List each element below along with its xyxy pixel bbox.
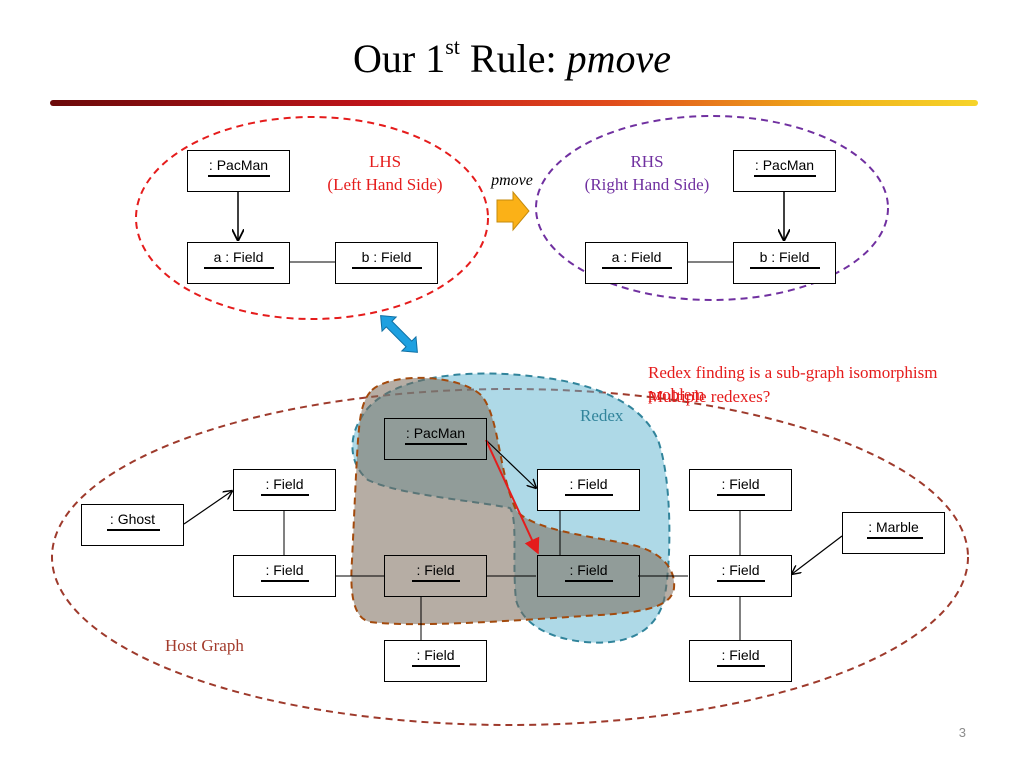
lhs-pacman-underline xyxy=(208,175,270,177)
title-superscript: st xyxy=(445,34,460,59)
page-number: 3 xyxy=(958,725,966,740)
host-edge-pacman-fieldtm xyxy=(485,439,536,488)
rule-arrow xyxy=(496,190,530,232)
host-field-mid-far-right-label: : Field xyxy=(721,562,760,578)
host-field-top-middle-underline xyxy=(565,494,613,496)
host-field-mid-middle-underline xyxy=(412,580,460,582)
host-graph-label: Host Graph xyxy=(165,636,244,655)
host-ghost-underline xyxy=(107,529,160,531)
host-field-top-middle-label: : Field xyxy=(569,476,608,492)
host-ghost-node: : Ghost xyxy=(81,504,184,546)
lhs-b-field-underline xyxy=(352,267,422,269)
host-field-top-left-label: : Field xyxy=(265,476,304,492)
title-prefix: Our 1 xyxy=(353,36,446,81)
double-arrow xyxy=(380,315,418,353)
lhs-a-field-underline xyxy=(204,267,274,269)
host-edge-pacman-move xyxy=(485,439,540,555)
host-pacman-node: : PacMan xyxy=(384,418,487,460)
host-field-mid-left-label: : Field xyxy=(265,562,304,578)
host-edge-ghost-fieldtl xyxy=(183,491,232,525)
lhs-a-field-label: a : Field xyxy=(213,249,264,265)
rhs-a-field-node: a : Field xyxy=(585,242,688,284)
lhs-a-field-node: a : Field xyxy=(187,242,290,284)
lhs-pacman-node: : PacMan xyxy=(187,150,290,192)
rhs-pacman-node: : PacMan xyxy=(733,150,836,192)
host-field-top-right: : Field xyxy=(689,469,792,511)
rhs-label: RHS xyxy=(630,152,664,171)
host-field-mid-right: : Field xyxy=(537,555,640,597)
rhs-pacman-label: : PacMan xyxy=(754,157,815,173)
host-marble-node: : Marble xyxy=(842,512,945,554)
host-field-top-middle: : Field xyxy=(537,469,640,511)
note-multiple-redexes: Multiple redexes? xyxy=(648,387,771,406)
host-field-mid-middle: : Field xyxy=(384,555,487,597)
note-redex-finding: Redex finding is a sub-graph isomorphism… xyxy=(648,363,938,404)
host-field-top-left: : Field xyxy=(233,469,336,511)
host-ghost-label: : Ghost xyxy=(109,511,156,527)
host-field-top-right-underline xyxy=(717,494,765,496)
host-field-bottom-middle-label: : Field xyxy=(416,647,455,663)
host-field-mid-middle-label: : Field xyxy=(416,562,455,578)
host-field-mid-far-right: : Field xyxy=(689,555,792,597)
host-pacman-label: : PacMan xyxy=(405,425,466,441)
lhs-label: LHS xyxy=(368,152,402,171)
rhs-pacman-underline xyxy=(754,175,816,177)
title-italic: pmove xyxy=(566,36,671,81)
title-middle: Rule: xyxy=(459,36,567,81)
lhs-pacman-label: : PacMan xyxy=(208,157,269,173)
rhs-a-field-underline xyxy=(602,267,672,269)
host-field-top-right-label: : Field xyxy=(721,476,760,492)
host-pacman-underline xyxy=(405,443,467,445)
lhs-b-field-label: b : Field xyxy=(361,249,412,265)
match-region xyxy=(350,376,676,626)
rhs-a-field-label: a : Field xyxy=(611,249,662,265)
host-field-bottom-right: : Field xyxy=(689,640,792,682)
lhs-ellipse xyxy=(135,116,489,320)
host-field-bottom-right-label: : Field xyxy=(721,647,760,663)
host-marble-label: : Marble xyxy=(868,519,919,535)
lhs-b-field-node: b : Field xyxy=(335,242,438,284)
host-field-bottom-middle: : Field xyxy=(384,640,487,682)
rhs-b-field-node: b : Field xyxy=(733,242,836,284)
host-field-mid-left: : Field xyxy=(233,555,336,597)
slide-title: Our 1st Rule: pmove xyxy=(0,36,1024,79)
host-marble-underline xyxy=(867,537,923,539)
rhs-b-field-label: b : Field xyxy=(759,249,810,265)
host-field-mid-right-label: : Field xyxy=(569,562,608,578)
lhs-sublabel: (Left Hand Side) xyxy=(327,175,443,194)
host-field-mid-right-underline xyxy=(565,580,613,582)
host-field-bottom-middle-underline xyxy=(412,665,460,667)
redex-label: Redex xyxy=(580,406,624,425)
rhs-ellipse xyxy=(535,115,889,301)
rhs-b-field-underline xyxy=(750,267,820,269)
host-field-mid-far-right-underline xyxy=(717,580,765,582)
title-divider xyxy=(50,100,978,106)
host-field-bottom-right-underline xyxy=(717,665,765,667)
host-field-mid-left-underline xyxy=(261,580,309,582)
host-edge-marble-fieldmrr xyxy=(792,535,843,574)
rhs-sublabel: (Right Hand Side) xyxy=(584,175,710,194)
host-field-top-left-underline xyxy=(261,494,309,496)
rule-arrow-label: pmove xyxy=(491,172,533,189)
